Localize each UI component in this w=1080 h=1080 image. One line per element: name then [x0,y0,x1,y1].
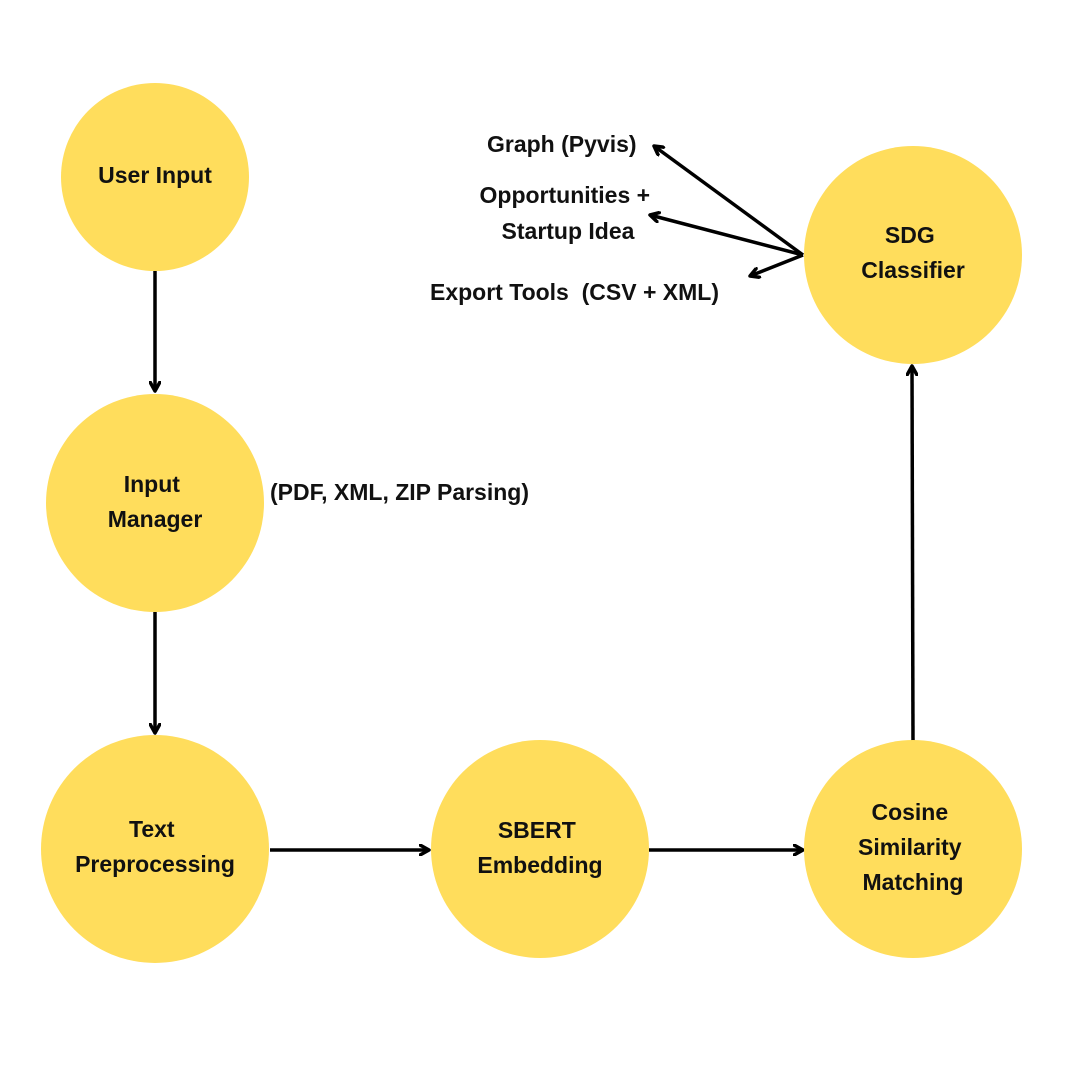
node-label: SBERT Embedding [477,817,602,878]
node-label: Cosine Similarity Matching [858,799,968,895]
node-label-line: Cosine [871,799,948,825]
node-circle [41,735,269,963]
node-label: Input Manager [108,471,203,532]
opportunities-line: Startup Idea [502,218,635,244]
opportunities-output-label: Opportunities + Startup Idea [480,182,657,244]
node-user-input: User Input [61,83,249,271]
node-label-line: Classifier [861,257,965,283]
node-label-line: Similarity [858,834,962,860]
export-output-label: Export Tools (CSV + XML) [430,279,719,305]
arrow-cosine-similarity-to-sdg-classifier [912,366,913,743]
node-label-line: Embedding [477,852,602,878]
node-label: Text Preprocessing [75,816,235,877]
node-label-line: Input [124,471,181,497]
node-cosine-similarity-matching: Cosine Similarity Matching [804,740,1022,958]
node-text-preprocessing: Text Preprocessing [41,735,269,963]
node-circle [431,740,649,958]
parsing-note: (PDF, XML, ZIP Parsing) [270,479,529,505]
node-circle [61,83,249,271]
connectors [155,146,913,850]
arrow-sdg-to-opportunities [650,215,804,257]
node-circle [804,146,1022,364]
node-input-manager: Input Manager [46,394,264,612]
node-label-line: Matching [863,869,964,895]
graph-output-label: Graph (Pyvis) [487,131,637,157]
node-label-line: SDG [885,222,935,248]
node-circle [804,740,1022,958]
node-label-line: SBERT [498,817,576,843]
node-label-line: User Input [98,162,212,188]
node-label-line: Preprocessing [75,851,235,877]
node-circle [46,394,264,612]
arrow-sdg-to-graph [654,146,805,257]
opportunities-line: Opportunities + [480,182,651,208]
node-label-line: Manager [108,506,203,532]
node-label: SDG Classifier [861,222,965,283]
node-label-line: Text [129,816,175,842]
node-sdg-classifier: SDG Classifier [804,146,1022,364]
node-label: User Input [98,162,212,188]
arrow-sdg-to-export [750,253,804,276]
node-sbert-embedding: SBERT Embedding [431,740,649,958]
